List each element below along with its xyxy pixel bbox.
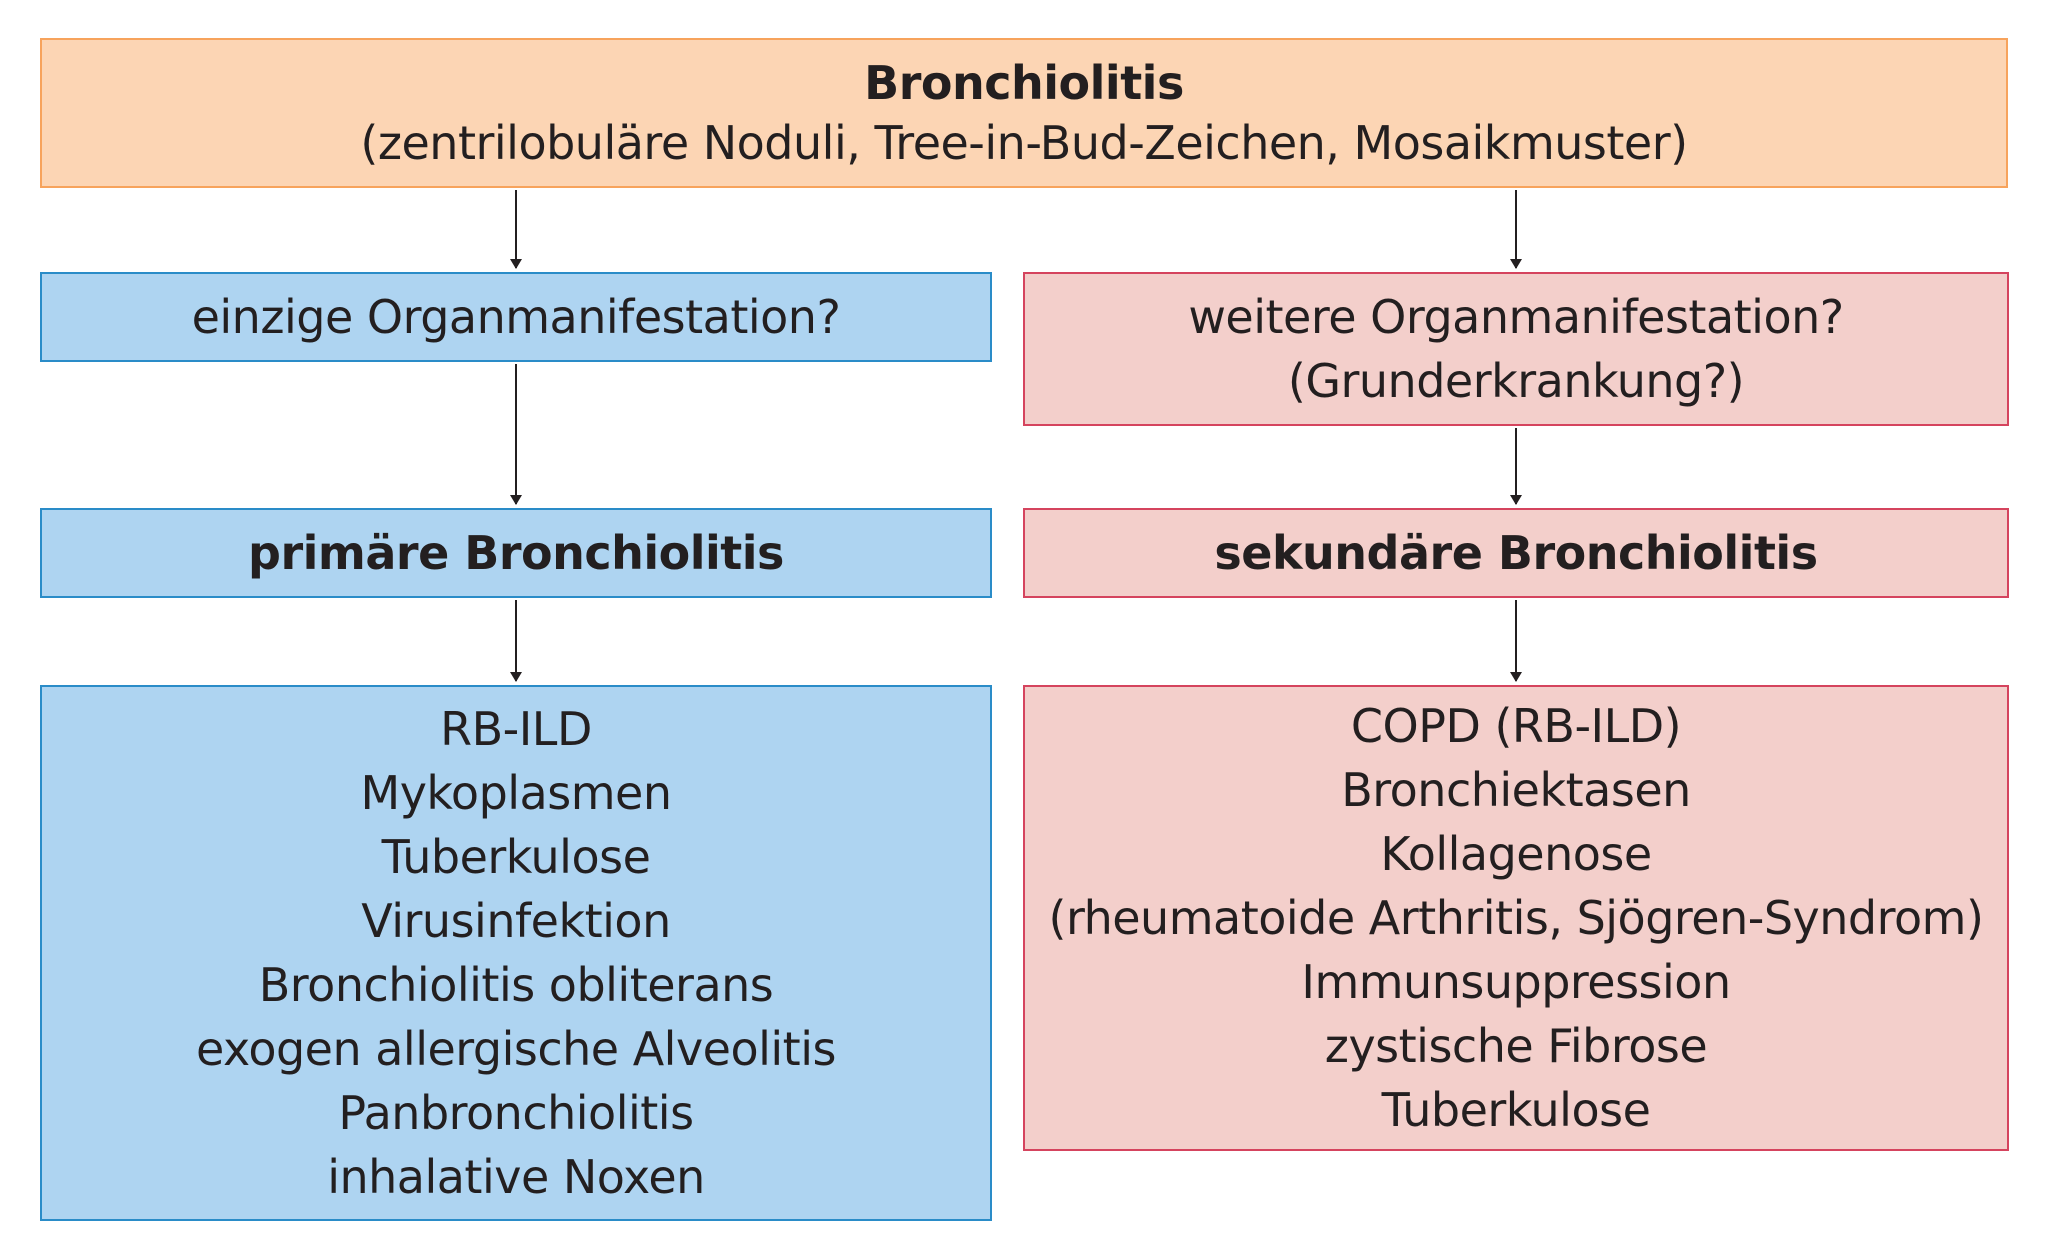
single-organ-question-text: einzige Organmanifestation? [191, 290, 841, 344]
bronchiolitis-subtitle: (zentrilobuläre Noduli, Tree-in-Bud-Zeic… [360, 116, 1688, 170]
primary-cause-item: Panbronchiolitis [338, 1086, 694, 1140]
secondary-bronchiolitis-label: sekundäre Bronchiolitis [1214, 526, 1818, 580]
further-organ-question-box: weitere Organmanifestation? (Grunderkran… [1023, 272, 2009, 426]
primary-cause-item: Bronchiolitis obliterans [258, 958, 774, 1012]
secondary-cause-item: (rheumatoide Arthritis, Sjögren-Syndrom) [1048, 891, 1984, 945]
primary-cause-item: Mykoplasmen [360, 766, 672, 820]
further-organ-question-line1: weitere Organmanifestation? [1188, 290, 1844, 344]
further-organ-question-line2: (Grunderkrankung?) [1287, 354, 1745, 408]
secondary-cause-item: COPD (RB-ILD) [1350, 699, 1682, 753]
primary-cause-item: Tuberkulose [381, 830, 651, 884]
secondary-causes-box: COPD (RB-ILD) Bronchiektasen Kollagenose… [1023, 685, 2009, 1151]
bronchiolitis-box: Bronchiolitis (zentrilobuläre Noduli, Tr… [40, 38, 2008, 188]
secondary-bronchiolitis-box: sekundäre Bronchiolitis [1023, 508, 2009, 598]
primary-cause-item: RB-ILD [440, 702, 592, 756]
primary-cause-item: exogen allergische Alveolitis [196, 1022, 836, 1076]
primary-cause-item: Virusinfektion [361, 894, 671, 948]
secondary-cause-item: Immunsuppression [1301, 955, 1731, 1009]
primary-cause-item: inhalative Noxen [327, 1150, 705, 1204]
primary-causes-box: RB-ILD Mykoplasmen Tuberkulose Virusinfe… [40, 685, 992, 1221]
secondary-cause-item: Tuberkulose [1381, 1083, 1651, 1137]
secondary-cause-item: Bronchiektasen [1341, 763, 1691, 817]
bronchiolitis-title: Bronchiolitis [864, 56, 1184, 110]
secondary-cause-item: Kollagenose [1380, 827, 1652, 881]
secondary-cause-item: zystische Fibrose [1324, 1019, 1708, 1073]
single-organ-question-box: einzige Organmanifestation? [40, 272, 992, 362]
primary-bronchiolitis-label: primäre Bronchiolitis [248, 526, 784, 580]
primary-bronchiolitis-box: primäre Bronchiolitis [40, 508, 992, 598]
